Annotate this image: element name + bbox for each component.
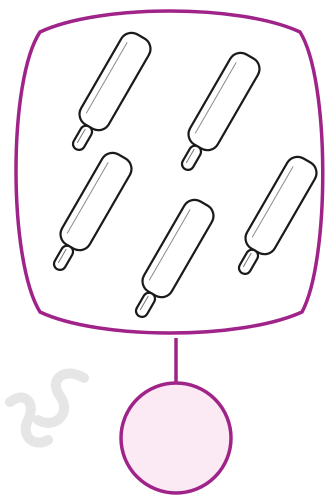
watermark <box>10 373 84 442</box>
answer-circle[interactable] <box>121 383 231 493</box>
